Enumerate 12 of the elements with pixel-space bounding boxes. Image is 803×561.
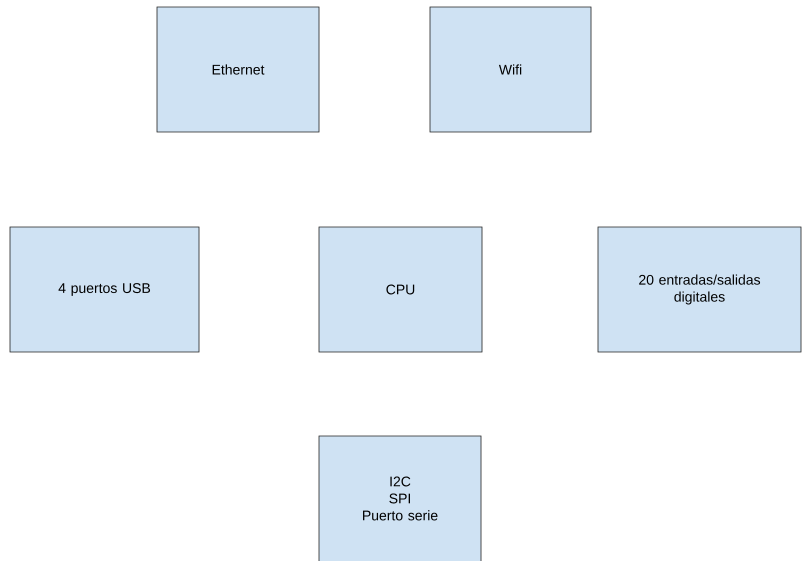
box-label: Ethernet (212, 64, 264, 75)
box-label: Wifi (498, 64, 522, 75)
box-label: CPU (386, 284, 414, 294)
block-box (430, 6, 592, 132)
block-box (318, 226, 482, 352)
block-box (598, 226, 802, 352)
block-box (10, 226, 200, 352)
block-box (318, 436, 482, 561)
box-label: I2C SPI Puerto serie (363, 476, 438, 520)
box-label: 20 entradas/salidas digitales (639, 274, 760, 304)
box-label: 4 puertos USB (58, 283, 150, 296)
block-box (156, 6, 320, 132)
